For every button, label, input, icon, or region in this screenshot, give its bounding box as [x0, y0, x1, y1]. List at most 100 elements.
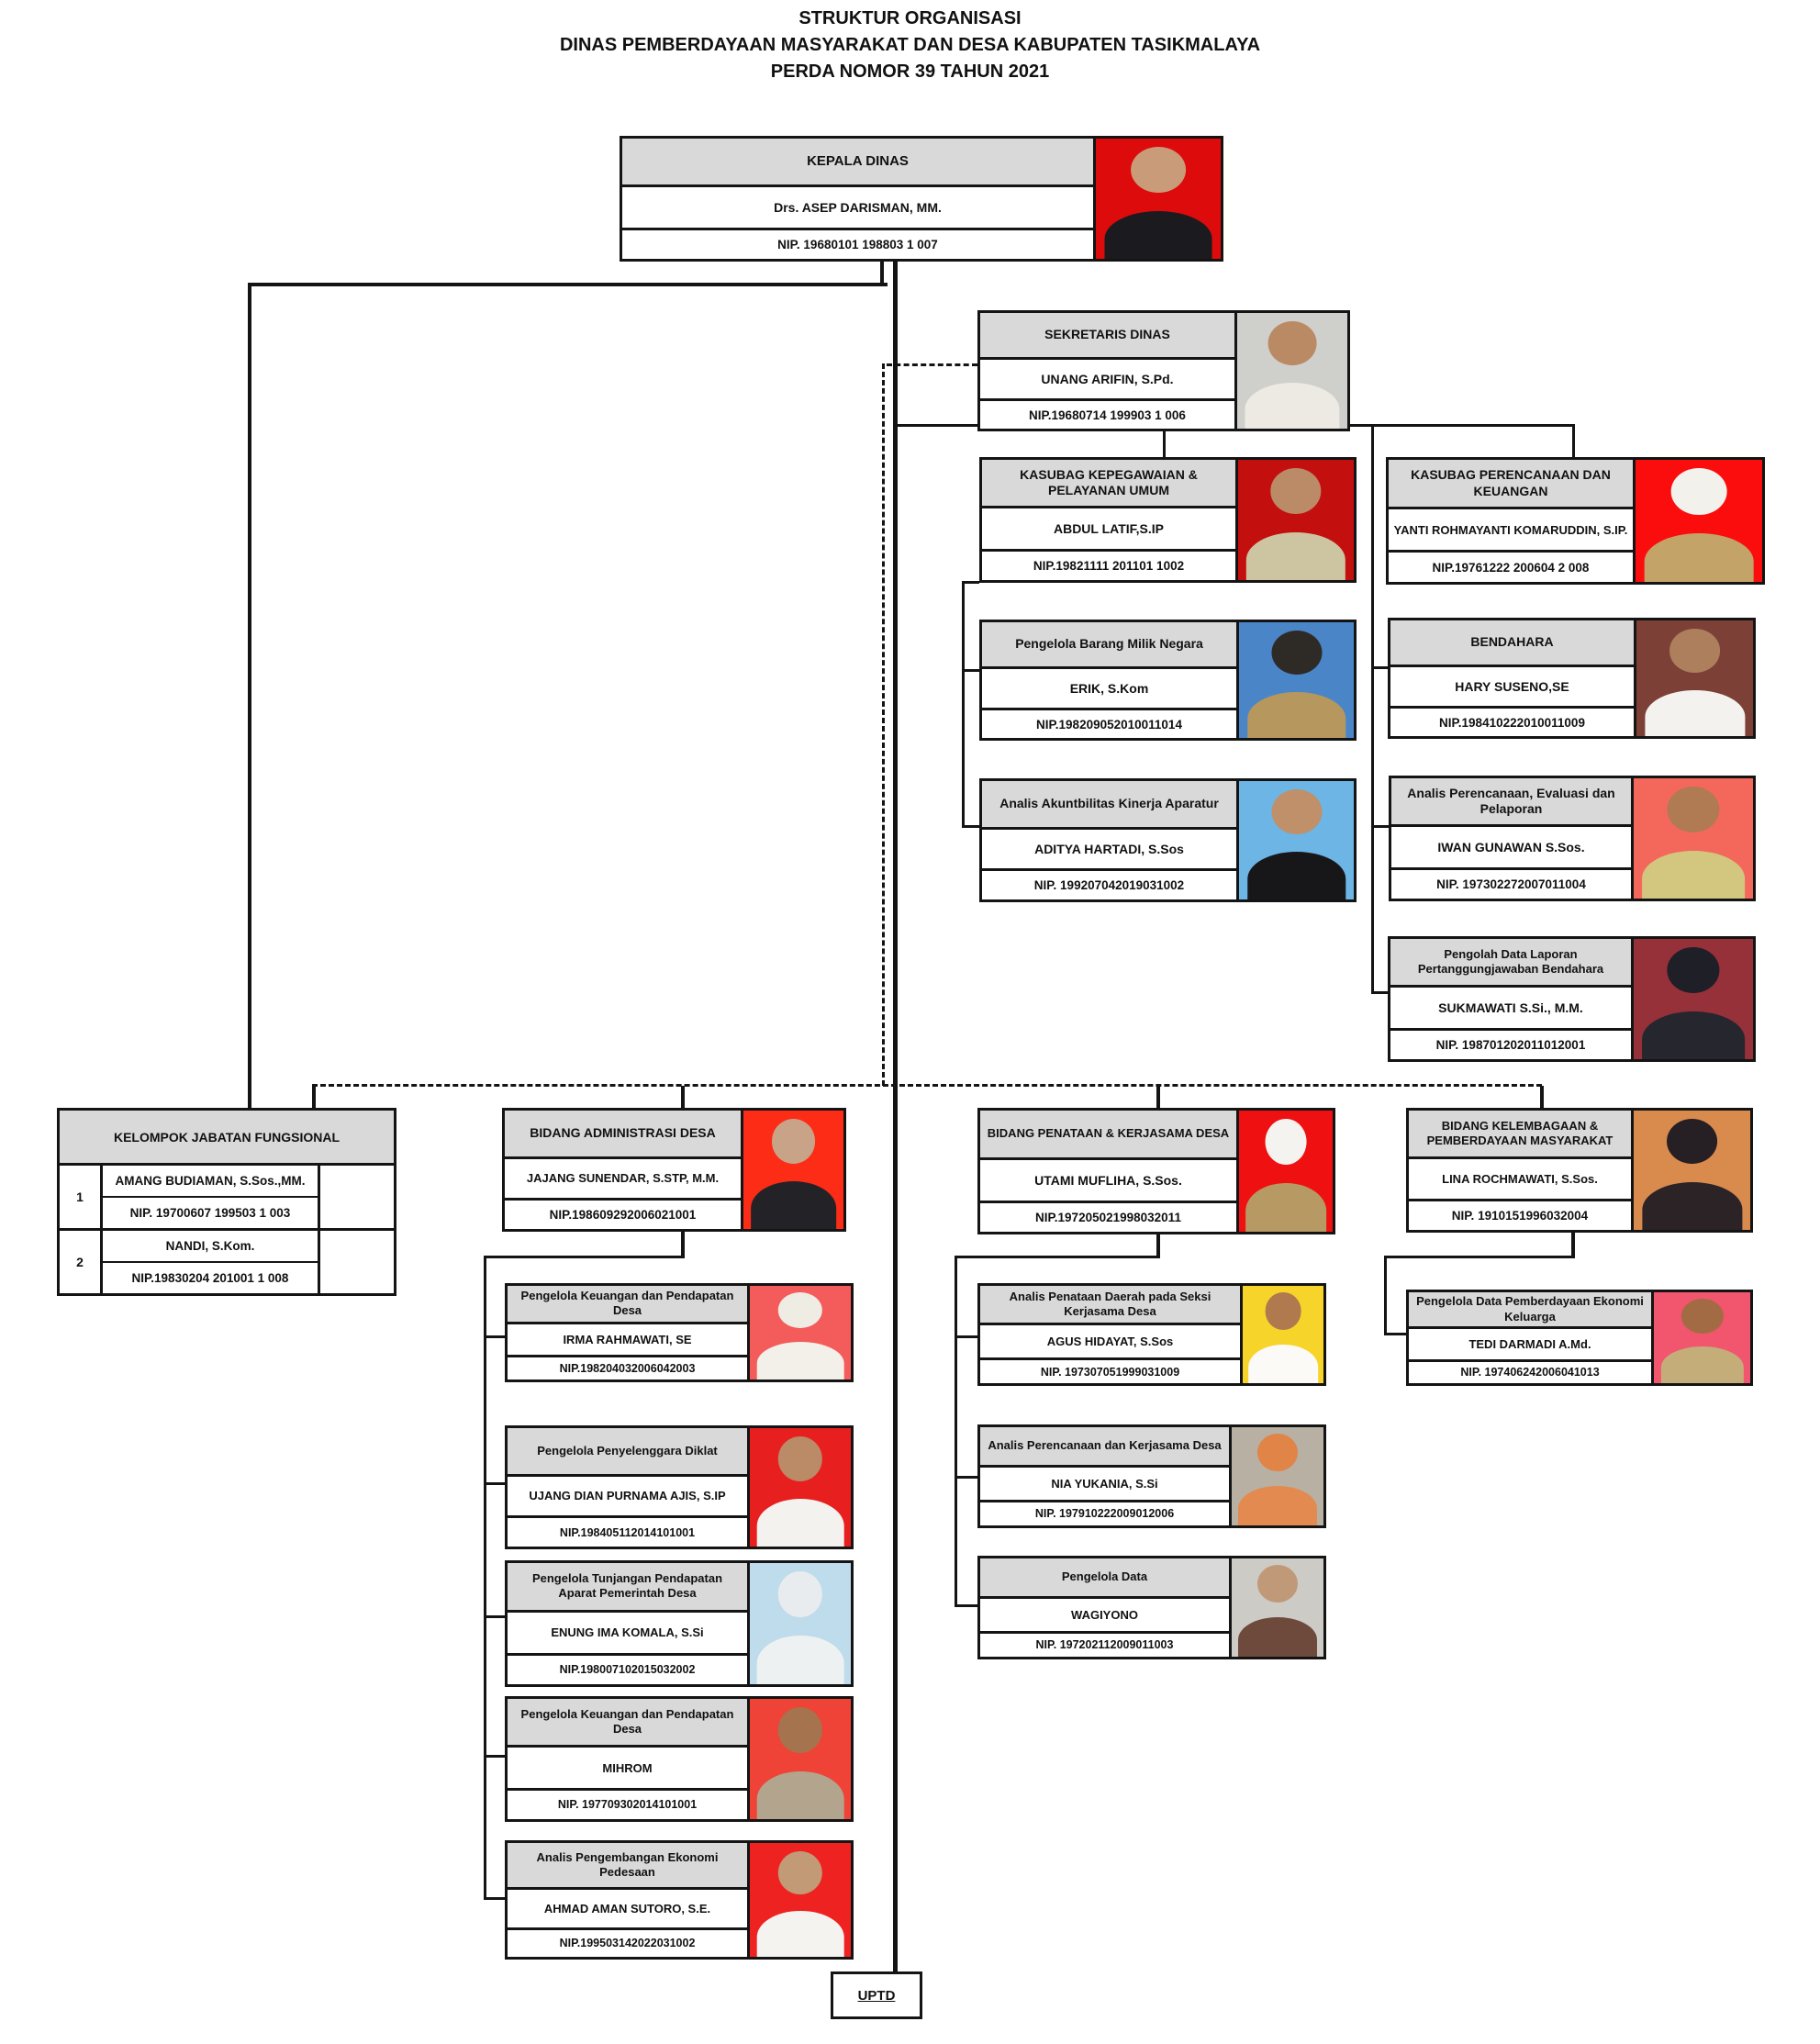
- position-title: Analis Penataan Daerah pada Seksi Kerjas…: [980, 1286, 1240, 1326]
- position-title: Analis Pengembangan Ekonomi Pedesaan: [508, 1843, 747, 1890]
- position-title: Pengelola Penyelenggara Diklat: [508, 1428, 747, 1477]
- card-analis-akuntbilitas: Analis Akuntbilitas Kinerja Aparatur ADI…: [979, 778, 1357, 902]
- person-nip: NIP. 197709302014101001: [557, 1798, 698, 1812]
- connector-line: [484, 1615, 505, 1618]
- card-pengelola-keuangan-irma: Pengelola Keuangan dan Pendapatan Desa I…: [505, 1283, 854, 1382]
- card-analis-penataan-daerah: Analis Penataan Daerah pada Seksi Kerjas…: [977, 1283, 1326, 1386]
- person-name: HARY SUSENO,SE: [1390, 667, 1634, 709]
- position-title: BIDANG KELEMBAGAAN & PEMBERDAYAAN MASYAR…: [1409, 1111, 1631, 1159]
- kelompok-row-empty-cell: [318, 1231, 394, 1293]
- position-title: Analis Perencanaan, Evaluasi dan Pelapor…: [1391, 778, 1631, 828]
- card-uptd: UPTD: [831, 1971, 922, 2019]
- person-photo: [750, 1428, 851, 1547]
- card-kelompok-jabatan-fungsional: KELOMPOK JABATAN FUNGSIONAL 1 AMANG BUDI…: [57, 1108, 396, 1296]
- person-nip: NIP. 199207042019031002: [1033, 878, 1185, 893]
- person-name: IRMA RAHMAWATI, SE: [508, 1324, 747, 1358]
- avatar-body-icon: [750, 1181, 837, 1229]
- card-pengelola-penyelenggara-diklat: Pengelola Penyelenggara Diklat UJANG DIA…: [505, 1425, 854, 1549]
- person-nip: NIP.198609292006021001: [549, 1208, 697, 1223]
- person-nip: NIP.198007102015032002: [559, 1663, 696, 1677]
- connector-line: [962, 581, 979, 584]
- connector-line: [955, 1256, 1160, 1258]
- avatar-body-icon: [1644, 532, 1754, 582]
- card-text-area: Pengolah Data Laporan Pertanggungjawaban…: [1390, 939, 1634, 1059]
- avatar-body-icon: [1644, 689, 1746, 736]
- card-bendahara: BENDAHARA HARY SUSENO,SE NIP.19841022201…: [1388, 618, 1756, 739]
- avatar-head-icon: [777, 1571, 823, 1618]
- card-text-area: BIDANG ADMINISTRASI DESA JAJANG SUNENDAR…: [505, 1111, 743, 1229]
- card-analis-perencanaan-kerjasama: Analis Perencanaan dan Kerjasama Desa NI…: [977, 1424, 1326, 1528]
- avatar-head-icon: [1131, 147, 1186, 193]
- card-text-area: KEPALA DINAS Drs. ASEP DARISMAN, MM. NIP…: [622, 139, 1096, 259]
- person-photo: [1239, 781, 1354, 899]
- person-name: ADITYA HARTADI, S.Sos: [982, 830, 1236, 872]
- card-text-area: Pengelola Keuangan dan Pendapatan Desa I…: [508, 1286, 750, 1379]
- card-pengelola-keuangan-mihrom: Pengelola Keuangan dan Pendapatan Desa M…: [505, 1696, 854, 1822]
- person-name: Drs. ASEP DARISMAN, MM.: [622, 187, 1093, 230]
- avatar-head-icon: [1667, 947, 1720, 993]
- position-title: Pengelola Barang Milik Negara: [982, 622, 1236, 670]
- connector-line: [1163, 431, 1166, 457]
- position-title: Pengelola Tunjangan Pendapatan Aparat Pe…: [508, 1563, 747, 1613]
- person-nip: NIP. 197302272007011004: [1436, 877, 1586, 891]
- person-name: YANTI ROHMAYANTI KOMARUDDIN, S.IP.: [1389, 509, 1633, 553]
- avatar-body-icon: [1642, 1011, 1745, 1059]
- connector-line: [955, 1335, 977, 1338]
- person-name: TEDI DARMADI A.Md.: [1409, 1329, 1651, 1362]
- person-name: AMANG BUDIAMAN, S.Sos.,MM.: [103, 1166, 318, 1198]
- person-name: MIHROM: [508, 1748, 747, 1791]
- page-title: STRUKTUR ORGANISASI DINAS PEMBERDAYAAN M…: [0, 6, 1820, 85]
- avatar-body-icon: [1642, 850, 1745, 899]
- person-photo: [750, 1563, 851, 1684]
- connector-line: [1156, 1233, 1160, 1257]
- connector-line: [1540, 1086, 1544, 1108]
- connector-line: [1371, 991, 1388, 994]
- person-name: AHMAD AMAN SUTORO, S.E.: [508, 1890, 747, 1930]
- avatar-head-icon: [1670, 468, 1727, 515]
- card-text-area: Pengelola Tunjangan Pendapatan Aparat Pe…: [508, 1563, 750, 1684]
- card-text-area: Pengelola Data Pemberdayaan Ekonomi Kelu…: [1409, 1292, 1654, 1383]
- position-title: Pengolah Data Laporan Pertanggungjawaban…: [1390, 939, 1631, 988]
- person-nip: NIP. 197202112009011003: [1035, 1638, 1174, 1652]
- avatar-head-icon: [777, 1850, 823, 1894]
- person-nip: NIP.198204032006042003: [559, 1362, 696, 1376]
- person-name: LINA ROCHMAWATI, S.Sos.: [1409, 1159, 1631, 1202]
- person-name: AGUS HIDAYAT, S.Sos: [980, 1325, 1240, 1361]
- kelompok-title: KELOMPOK JABATAN FUNGSIONAL: [60, 1111, 394, 1166]
- position-title: BIDANG PENATAAN & KERJASAMA DESA: [980, 1111, 1236, 1160]
- person-name: ERIK, S.Kom: [982, 669, 1236, 711]
- avatar-body-icon: [756, 1636, 844, 1684]
- card-text-area: BIDANG PENATAAN & KERJASAMA DESA UTAMI M…: [980, 1111, 1239, 1232]
- person-photo: [1096, 139, 1221, 259]
- connector-line: [484, 1335, 505, 1338]
- connector-line: [484, 1755, 505, 1758]
- avatar-head-icon: [777, 1292, 823, 1328]
- person-name: ENUNG IMA KOMALA, S.Si: [508, 1613, 747, 1656]
- connector-line: [312, 1086, 316, 1108]
- kelompok-row-text: AMANG BUDIAMAN, S.Sos.,MM. NIP. 19700607…: [103, 1166, 318, 1228]
- card-pengelola-data: Pengelola Data WAGIYONO NIP. 19720211200…: [977, 1556, 1326, 1659]
- dashed-connector-line: [312, 1084, 1542, 1087]
- avatar-body-icon: [756, 1770, 844, 1819]
- person-photo: [750, 1286, 851, 1379]
- person-nip: NIP. 19700607 199503 1 003: [129, 1206, 291, 1220]
- person-name: IWAN GUNAWAN S.Sos.: [1391, 827, 1631, 870]
- avatar-head-icon: [771, 1119, 816, 1165]
- connector-line: [1384, 1256, 1387, 1335]
- avatar-body-icon: [1246, 691, 1346, 738]
- card-text-area: BENDAHARA HARY SUSENO,SE NIP.19841022201…: [1390, 620, 1636, 736]
- person-photo: [743, 1111, 843, 1229]
- person-nip: NIP. 197307051999031009: [1040, 1365, 1180, 1379]
- card-bidang-administrasi-desa: BIDANG ADMINISTRASI DESA JAJANG SUNENDAR…: [502, 1108, 846, 1232]
- connector-line: [681, 1230, 685, 1257]
- card-analis-pengembangan-ekonomi: Analis Pengembangan Ekonomi Pedesaan AHM…: [505, 1840, 854, 1960]
- card-text-area: BIDANG KELEMBAGAAN & PEMBERDAYAAN MASYAR…: [1409, 1111, 1634, 1230]
- connector-line: [1371, 825, 1389, 828]
- connector-line: [962, 581, 965, 828]
- connector-line: [962, 825, 979, 828]
- person-photo: [1636, 460, 1762, 582]
- person-nip: NIP.19830204 201001 1 008: [131, 1271, 289, 1285]
- person-nip: NIP. 197910222009012006: [1034, 1507, 1175, 1521]
- person-nip: NIP. 197406242006041013: [1460, 1366, 1600, 1379]
